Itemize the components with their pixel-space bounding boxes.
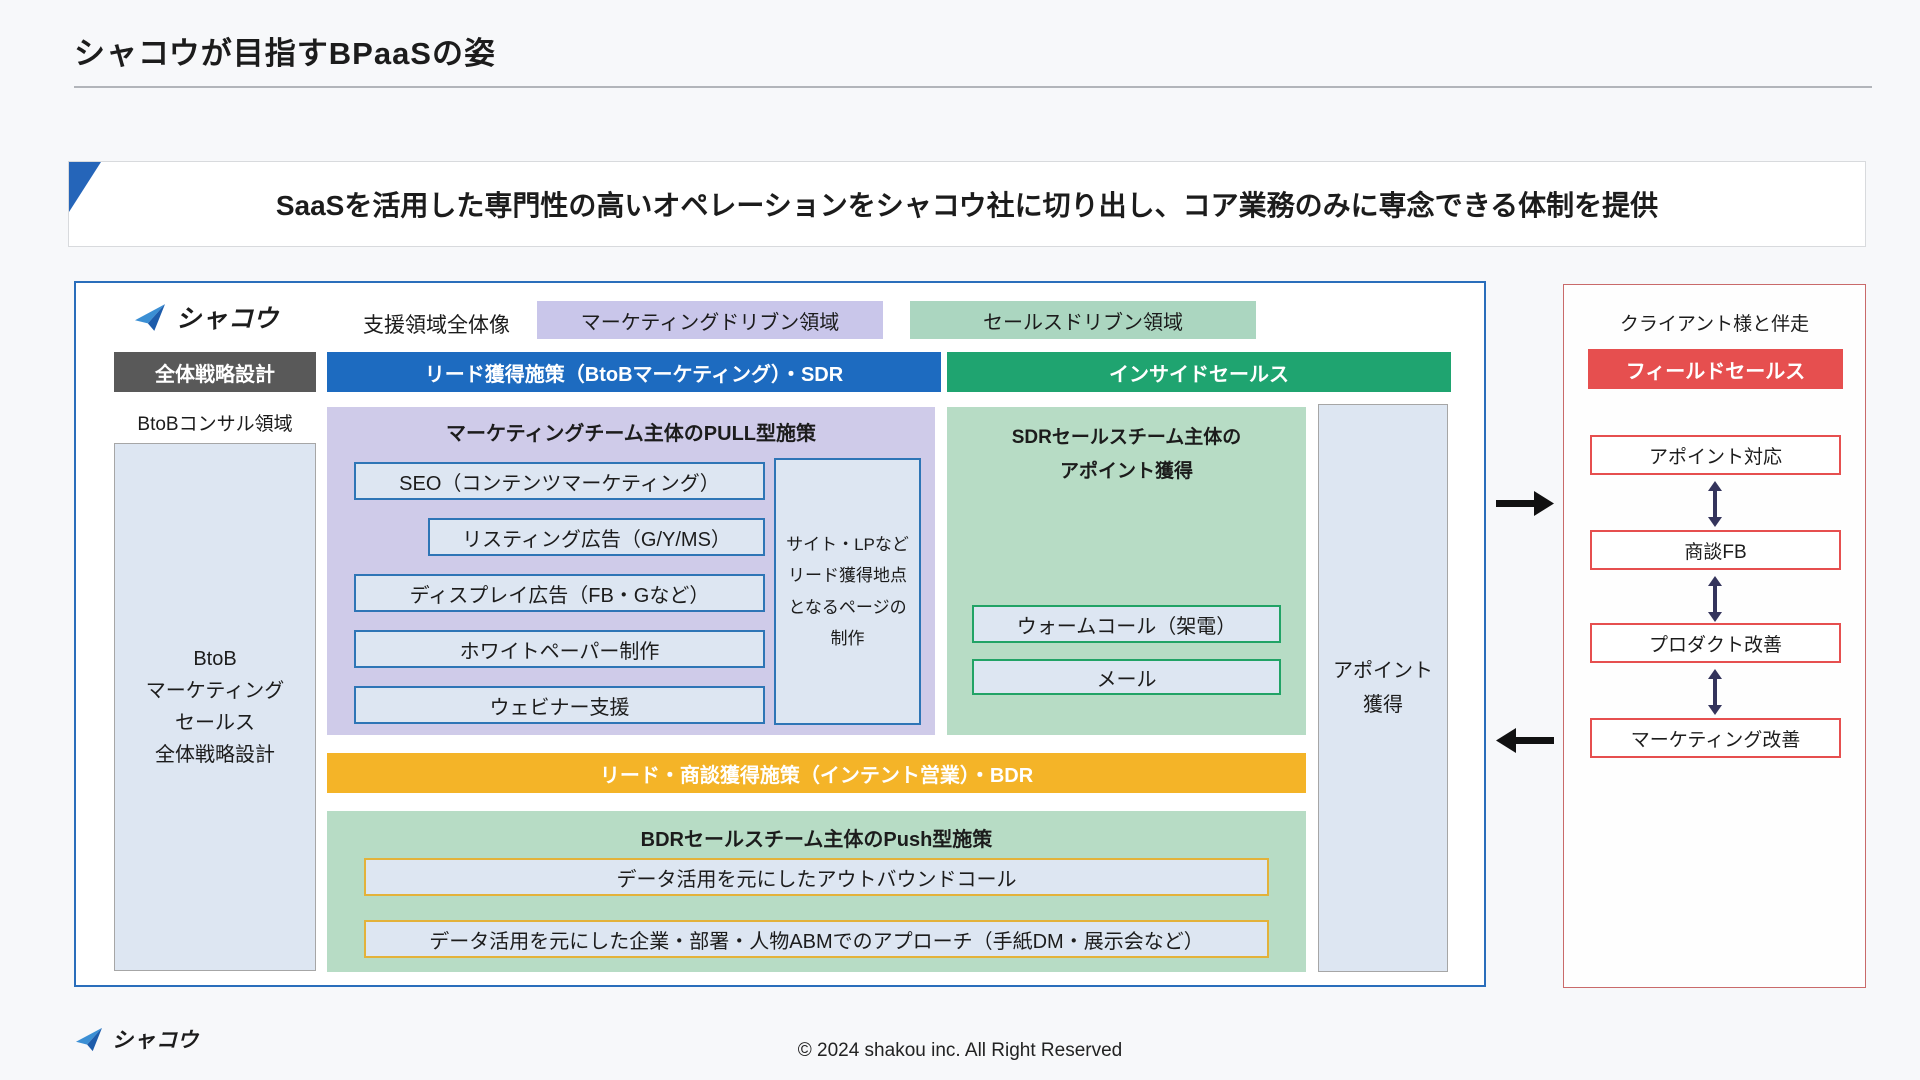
bdr-section-header: BDRセールスチーム主体のPush型施策 <box>640 829 993 851</box>
shakou-footer-logo: シャコウ <box>74 1024 199 1054</box>
pull-item-whitepaper: ホワイトペーパー制作 <box>354 630 765 668</box>
copyright-text: © 2024 shakou inc. All Right Reserved <box>797 1040 1123 1061</box>
sdr-header-line: SDRセールスチーム主体の <box>1011 427 1242 448</box>
step-product-improvement: プロダクト改善 <box>1590 623 1841 663</box>
logo-text: シャコウ <box>176 305 280 333</box>
site-lp-box: サイト・LPなど リード獲得地点 となるページの 制作 <box>774 458 921 725</box>
sdr-section-header: SDRセールスチーム主体の アポイント獲得 <box>947 421 1306 489</box>
pull-item-display-ads: ディスプレイ広告（FB・Gなど） <box>354 574 765 612</box>
site-lp-line: となるページの <box>788 597 907 617</box>
bdr-band: リード・商談獲得施策（インテント営業）・BDR <box>327 753 1306 793</box>
field-sales-band: フィールドセールス <box>1588 349 1843 389</box>
page-title: シャコウが目指すBPaaSの姿 <box>74 36 496 71</box>
logo-text: シャコウ <box>112 1029 200 1052</box>
client-panel: クライアント様と伴走 フィールドセールス アポイント対応 商談FB プロダクト改… <box>1563 284 1866 988</box>
support-domain-diagram: シャコウ 支援領域全体像 マーケティングドリブン領域 セールスドリブン領域 全体… <box>74 281 1486 987</box>
sdr-section: SDRセールスチーム主体の アポイント獲得 ウォームコール（架電） メール <box>947 407 1306 735</box>
shakou-logo: シャコウ <box>132 299 279 335</box>
subtitle-text: SaaSを活用した専門性の高いオペレーションをシャコウ社に切り出し、コア業務のみ… <box>275 190 1659 221</box>
pull-item-listing-ads: リスティング広告（G/Y/MS） <box>428 518 765 556</box>
bdr-item-abm-approach: データ活用を元にした企業・部署・人物ABMでのアプローチ（手紙DM・展示会など） <box>364 920 1269 958</box>
bdr-section: BDRセールスチーム主体のPush型施策 データ活用を元にしたアウトバウンドコー… <box>327 811 1306 972</box>
client-panel-title: クライアント様と伴走 <box>1619 314 1810 335</box>
site-lp-line: サイト・LPなど <box>786 534 909 554</box>
consult-line: 全体戦略設計 <box>155 744 275 766</box>
subtitle-banner: SaaSを活用した専門性の高いオペレーションをシャコウ社に切り出し、コア業務のみ… <box>68 161 1866 247</box>
overview-label: 支援領域全体像 <box>363 314 510 337</box>
appoint-line: 獲得 <box>1363 694 1403 716</box>
pull-measures-section: マーケティングチーム主体のPULL型施策 SEO（コンテンツマーケティング） リ… <box>327 407 935 735</box>
sdr-item-mail: メール <box>972 659 1281 695</box>
consult-line: BtoB <box>193 648 237 670</box>
consult-area-label: BtoBコンサル領域 <box>137 414 293 435</box>
step-marketing-improvement: マーケティング改善 <box>1590 718 1841 758</box>
site-lp-line: 制作 <box>830 628 865 648</box>
inside-sales-band: インサイドセールス <box>947 352 1451 392</box>
arrow-right-icon <box>1496 491 1554 516</box>
updown-arrow-icon <box>1564 481 1865 527</box>
appoint-line: アポイント <box>1333 660 1433 682</box>
arrow-left-icon <box>1496 728 1554 753</box>
step-meeting-feedback: 商談FB <box>1590 530 1841 570</box>
pull-section-header: マーケティングチーム主体のPULL型施策 <box>445 423 817 445</box>
paper-plane-icon <box>76 1027 102 1052</box>
sdr-header-line: アポイント獲得 <box>1059 461 1193 483</box>
pull-item-seo: SEO（コンテンツマーケティング） <box>354 462 765 500</box>
bdr-item-outbound-call: データ活用を元にしたアウトバウンドコール <box>364 858 1269 896</box>
sales-domain-label: セールスドリブン領域 <box>910 301 1256 339</box>
pull-item-webinar: ウェビナー支援 <box>354 686 765 724</box>
updown-arrow-icon <box>1564 576 1865 622</box>
appointment-acquisition-box: アポイント 獲得 <box>1318 404 1448 972</box>
title-divider <box>74 86 1872 88</box>
corner-triangle-icon <box>69 162 101 212</box>
consult-line: マーケティング <box>145 680 285 702</box>
site-lp-line: リード獲得地点 <box>788 566 907 586</box>
updown-arrow-icon <box>1564 669 1865 715</box>
consult-line: セールス <box>175 712 255 734</box>
sdr-item-warm-call: ウォームコール（架電） <box>972 605 1281 643</box>
strategy-band: 全体戦略設計 <box>114 352 316 392</box>
paper-plane-icon <box>135 304 165 331</box>
step-appointment-response: アポイント対応 <box>1590 435 1841 475</box>
consult-area-box: BtoB マーケティング セールス 全体戦略設計 <box>114 443 316 971</box>
marketing-domain-label: マーケティングドリブン領域 <box>537 301 883 339</box>
lead-acquisition-band: リード獲得施策（BtoBマーケティング）・SDR <box>327 352 941 392</box>
